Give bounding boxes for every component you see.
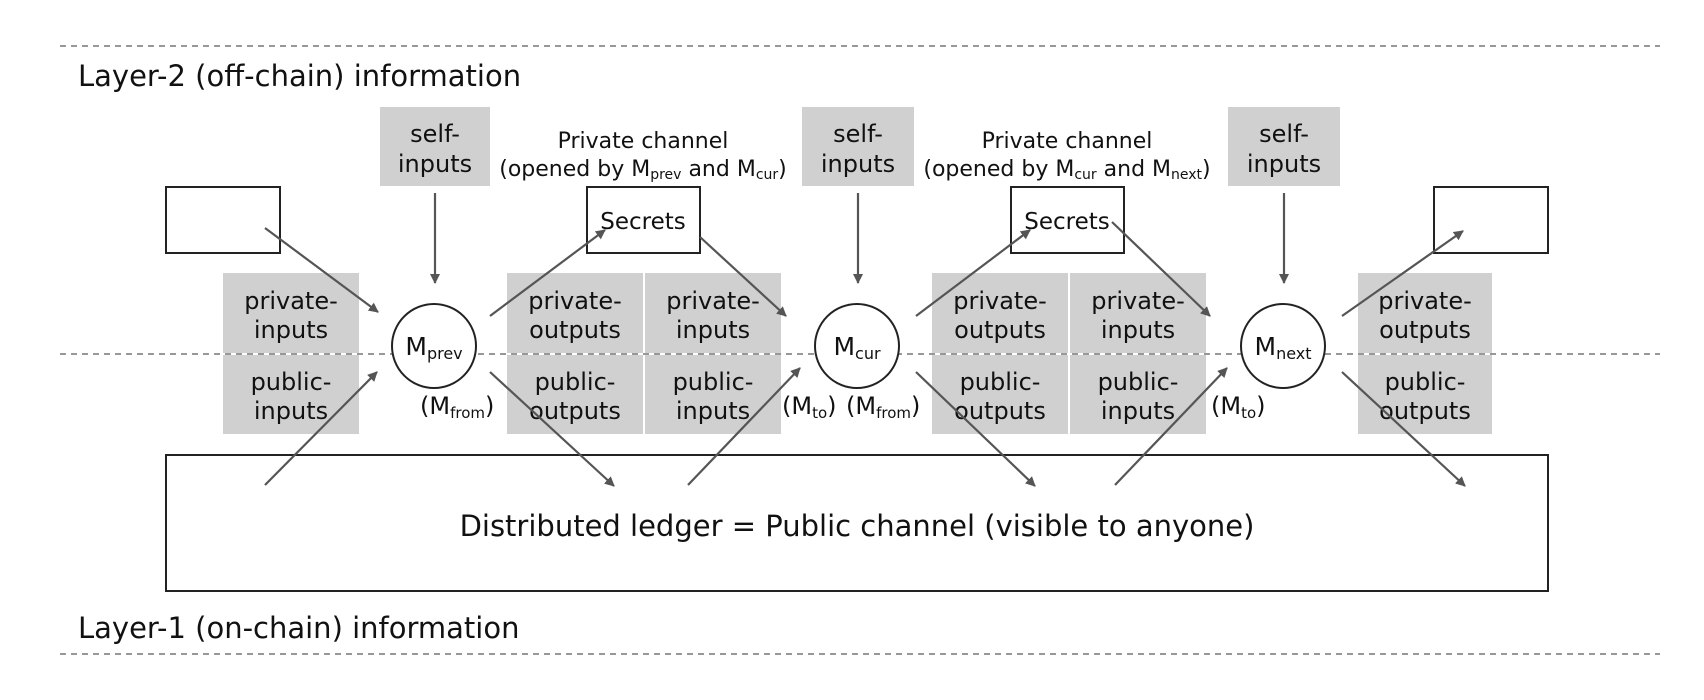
svg-text:public-: public- (1098, 368, 1179, 396)
public-inputs-box-prev: public- inputs (223, 355, 359, 434)
empty-source-box (165, 186, 281, 254)
arrow-ledger-to-cur (687, 367, 801, 486)
svg-text:Private channel: Private channel (982, 129, 1153, 154)
public-outputs-box-prev: public- outputs (507, 355, 643, 434)
svg-text:inputs: inputs (676, 316, 750, 344)
arrow-cur-to-secrets2 (915, 229, 1031, 317)
private-inputs-box-prev: private- inputs (223, 273, 359, 353)
svg-text:private-: private- (1378, 287, 1472, 315)
svg-text:inputs: inputs (1101, 316, 1175, 344)
node-m-cur: Mcur (814, 303, 900, 389)
svg-text:Secrets: Secrets (1024, 209, 1110, 235)
svg-text:self-: self- (833, 120, 883, 148)
empty-sink-box (1433, 186, 1549, 254)
svg-text:inputs: inputs (821, 150, 895, 178)
layer1-label: Layer-1 (on-chain) information (78, 611, 519, 645)
svg-text:inputs: inputs (398, 150, 472, 178)
arrow-cur-to-ledger (915, 371, 1036, 487)
svg-text:public-: public- (1385, 368, 1466, 396)
svg-text:(opened by Mprev and Mcur): (opened by Mprev and Mcur) (499, 157, 786, 183)
svg-text:inputs: inputs (1101, 397, 1175, 425)
svg-text:inputs: inputs (254, 397, 328, 425)
node-m-next: Mnext (1240, 303, 1326, 389)
private-channel-caption-2: Private channel (opened by Mcur and Mnex… (923, 129, 1210, 183)
svg-text:private-: private- (528, 287, 622, 315)
svg-text:Mnext: Mnext (1254, 332, 1311, 363)
label-m-to-cur: (Mto) (782, 392, 837, 422)
svg-text:outputs: outputs (954, 397, 1046, 425)
svg-text:private-: private- (244, 287, 338, 315)
label-m-from-prev: (Mfrom) (420, 392, 494, 422)
svg-text:inputs: inputs (1247, 150, 1321, 178)
svg-text:public-: public- (960, 368, 1041, 396)
public-inputs-box-next: public- inputs (1070, 355, 1206, 434)
arrow-empty-to-prev (264, 227, 379, 313)
distributed-ledger-box: Distributed ledger = Public channel (vis… (165, 454, 1549, 592)
public-outputs-box-next: public- outputs (1358, 355, 1492, 434)
arrow-prev-to-secrets1 (489, 229, 606, 317)
secrets-box-1: Secrets (586, 186, 701, 254)
arrow-secrets2-to-next (1111, 221, 1211, 317)
svg-text:Private channel: Private channel (558, 129, 729, 154)
svg-text:Mcur: Mcur (833, 332, 881, 363)
label-m-from-cur: (Mfrom) (846, 392, 920, 422)
self-inputs-box-1: self- inputs (380, 107, 490, 186)
arrows (264, 193, 1466, 487)
svg-text:outputs: outputs (1379, 316, 1471, 344)
svg-text:self-: self- (1259, 120, 1309, 148)
arrow-next-to-ledger (1341, 371, 1466, 487)
self-inputs-box-2: self- inputs (802, 107, 914, 186)
arrow-next-to-empty (1341, 230, 1464, 317)
public-outputs-box-cur: public- outputs (932, 355, 1068, 434)
svg-text:Distributed ledger = Public ch: Distributed ledger = Public channel (vis… (460, 509, 1255, 543)
arrow-ledger-to-next (1114, 367, 1228, 486)
svg-text:private-: private- (953, 287, 1047, 315)
arrow-secrets1-to-cur (699, 236, 787, 317)
public-inputs-box-cur: public- inputs (645, 355, 781, 434)
layer2-label: Layer-2 (off-chain) information (78, 59, 521, 93)
svg-text:private-: private- (666, 287, 760, 315)
svg-text:outputs: outputs (529, 397, 621, 425)
svg-text:outputs: outputs (529, 316, 621, 344)
svg-text:outputs: outputs (954, 316, 1046, 344)
svg-text:Mprev: Mprev (405, 332, 462, 363)
arrow-prev-to-ledger (489, 371, 615, 487)
secrets-box-2: Secrets (1010, 186, 1125, 254)
node-m-prev: Mprev (391, 303, 477, 389)
svg-text:public-: public- (535, 368, 616, 396)
private-channel-caption-1: Private channel (opened by Mprev and Mcu… (499, 129, 786, 183)
svg-text:inputs: inputs (676, 397, 750, 425)
svg-text:private-: private- (1091, 287, 1185, 315)
private-outputs-box-prev: private- outputs (507, 273, 643, 353)
arrow-ledger-to-prev (264, 371, 378, 486)
private-outputs-box-cur: private- outputs (932, 273, 1068, 353)
self-inputs-box-3: self- inputs (1228, 107, 1340, 186)
svg-text:public-: public- (673, 368, 754, 396)
private-inputs-box-next: private- inputs (1070, 273, 1206, 353)
svg-text:Secrets: Secrets (600, 209, 686, 235)
svg-text:(opened by Mcur and Mnext): (opened by Mcur and Mnext) (923, 157, 1210, 183)
label-m-to-next: (Mto) (1211, 392, 1266, 422)
private-outputs-box-next: private- outputs (1358, 273, 1492, 353)
svg-text:inputs: inputs (254, 316, 328, 344)
svg-text:outputs: outputs (1379, 397, 1471, 425)
private-inputs-box-cur: private- inputs (645, 273, 781, 353)
svg-text:self-: self- (410, 120, 460, 148)
svg-text:public-: public- (251, 368, 332, 396)
